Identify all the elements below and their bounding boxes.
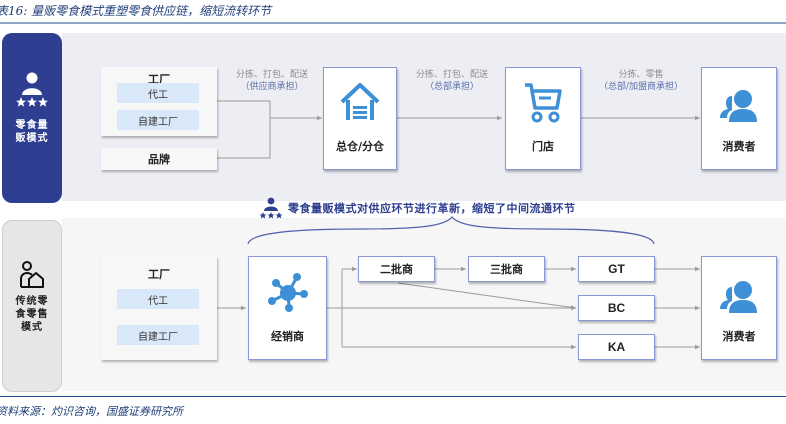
flow-label-line1: 分拣、打包、配送 (235, 70, 308, 80)
consumer-label: 消费者 (722, 140, 756, 153)
mode-tab-snack-discount: 零食量 贩模式 (2, 33, 62, 203)
flow-label-line2: （总部/加盟商承担） (598, 82, 684, 92)
factory-item-oem: 代工 (117, 289, 199, 309)
factory-item-self-built: 自建工厂 (117, 325, 199, 345)
consumer-label: 消费者 (722, 330, 756, 343)
tier3-wholesaler-node: 三批商 (468, 256, 545, 282)
source-note: 资料来源：灼识咨询，国盛证券研究所 (0, 405, 183, 418)
factory-box-top: 工厂 代工 自建工厂 (101, 67, 217, 136)
consumer-node-top: 消费者 (701, 67, 777, 170)
flow-label-line2: （供应商承担） (240, 82, 304, 92)
flow-label-hq: 分拣、打包、配送 （总部承担） (400, 69, 504, 93)
channel-bc-node: BC (578, 295, 655, 321)
network-hub-icon (249, 271, 326, 313)
flow-label-line2: （总部承担） (424, 82, 479, 92)
person-with-stars-icon (259, 197, 283, 219)
top-divider (0, 22, 786, 24)
flow-label-supplier: 分拣、打包、配送 （供应商承担） (220, 69, 324, 93)
distributor-label: 经销商 (271, 330, 304, 343)
warehouse-icon (324, 80, 396, 124)
warehouse-node: 总仓/分仓 (323, 67, 397, 170)
banner-text: 零食量贩模式对供应环节进行革新，缩短了中间流通环节 (288, 202, 576, 215)
store-node: 门店 (505, 67, 581, 170)
factory-title: 工厂 (148, 73, 170, 86)
mode-label-line2: 食零售 (15, 309, 49, 320)
mode-tab-traditional: 传统零 食零售 模式 (2, 220, 62, 392)
person-with-stars-icon (16, 72, 48, 107)
tier2-wholesaler-node: 二批商 (358, 256, 435, 282)
brand-box: 品牌 (101, 148, 217, 170)
figure-title: 表16: 量贩零食模式重塑零食供应链，缩短流转环节 (0, 4, 272, 18)
factory-box-bottom: 工厂 代工 自建工厂 (101, 256, 217, 360)
mode-label-line3: 模式 (21, 322, 43, 333)
flow-label-franchise: 分拣、零售 （总部/加盟商承担） (584, 69, 698, 93)
person-house-icon (20, 261, 44, 288)
banner: 零食量贩模式对供应环节进行革新，缩短了中间流通环节 (258, 197, 576, 219)
distributor-node: 经销商 (248, 256, 327, 360)
flow-label-line1: 分拣、打包、配送 (415, 70, 488, 80)
factory-title: 工厂 (148, 268, 170, 281)
consumer-node-bottom: 消费者 (701, 256, 777, 360)
channel-gt-node: GT (578, 256, 655, 282)
shopping-cart-icon (506, 80, 580, 124)
mode-label-line2: 贩模式 (15, 133, 49, 144)
bottom-divider (0, 396, 786, 397)
channel-ka-node: KA (578, 334, 655, 360)
users-icon (702, 88, 776, 122)
flow-label-line1: 分拣、零售 (618, 70, 664, 80)
factory-item-self-built: 自建工厂 (117, 110, 199, 130)
warehouse-label: 总仓/分仓 (335, 140, 385, 153)
store-label: 门店 (532, 140, 554, 153)
mode-label-line1: 传统零 (15, 296, 49, 307)
users-icon (702, 279, 776, 313)
mode-label-line1: 零食量 (15, 120, 49, 131)
factory-item-oem: 代工 (117, 83, 199, 103)
